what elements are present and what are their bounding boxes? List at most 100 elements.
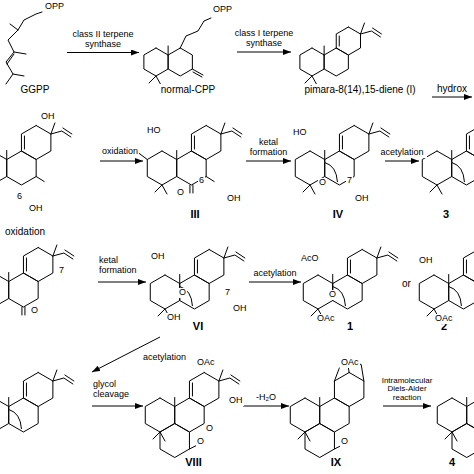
hydroxyl-bond [139,154,147,160]
ring [168,48,192,76]
double-bond [342,136,343,149]
structure-label: O [196,437,205,447]
reaction-condition: acetylation [249,269,301,279]
ring [160,424,189,458]
ring [0,398,9,432]
ring [333,275,362,309]
methyl [53,245,57,256]
structure-label: OH [150,252,166,262]
double-bond [466,260,467,273]
structure-label: O [328,290,337,300]
ring [144,48,168,76]
double-bond [26,258,27,271]
structure-label: acetylation [142,353,187,363]
ring [177,151,206,185]
ring [334,373,363,407]
structure-label: 6 [16,192,23,202]
structure-label: hydrox [436,83,468,94]
ring [9,398,38,432]
carbonyl [192,185,193,193]
vinyl [389,252,398,258]
methyl [174,398,175,407]
structure-label: oxidation [4,226,46,237]
compound-box: 4 [432,342,472,470]
ring [324,48,348,76]
ring [191,126,220,160]
structure-label: ketal formation [98,256,148,276]
methyl [158,309,165,316]
ring [194,250,223,284]
structure-label: O [205,424,214,434]
ring [189,373,218,407]
methyl [149,76,156,83]
methyl [332,275,333,284]
ring [452,424,474,458]
ring [339,126,368,160]
compound-label: VIII [183,456,204,469]
compound-label: GGPP [19,84,52,96]
structure-label: oxidation [101,147,139,157]
ring [305,424,334,458]
ring [325,151,354,185]
structure-label: HO [292,128,308,138]
ring [0,151,7,185]
ring [9,273,38,307]
methyl [369,123,373,134]
structure-label: OPP [44,2,65,12]
methyl [437,185,442,194]
methyl [298,432,305,439]
methyl [160,432,165,441]
vinyl [236,252,245,258]
compound-label: pimara-8(14),15-diene (I) [302,84,417,96]
structure-label: O [176,188,185,198]
methyl [452,432,457,441]
compound-label: IX [329,456,343,469]
methyl [13,74,24,76]
ring [23,373,52,407]
side-chain [180,18,211,48]
methyl [224,247,228,258]
methyl [324,46,325,55]
methyl [176,151,177,160]
double-bond [197,260,198,273]
compound-box: IX [290,342,382,470]
methyl [219,370,223,381]
methyl [10,24,18,30]
structure-label: O [318,178,327,188]
ring [147,151,176,185]
reaction-arrow [249,282,301,283]
double-bond [339,36,340,46]
reaction-condition: -H₂O [249,393,283,403]
reaction-condition: Intramolecular Diels-Alder reaction [377,377,437,403]
ggpp-chain [6,12,42,84]
ring [320,398,349,432]
carbonyl [24,307,25,315]
ring [452,151,474,185]
structure-label: OH [226,194,242,204]
reaction-condition: class I terpene synthase [231,29,297,49]
structure-label: OAc [316,314,336,324]
double-bond [7,54,14,64]
ring [463,250,474,284]
ring [175,398,204,432]
methyl [14,52,26,54]
compound-label: 4 [447,456,457,469]
methyl [319,398,320,407]
ketal-bridge [452,163,465,183]
ring [466,126,474,160]
ring [347,250,376,284]
methyl [448,275,449,284]
methyl [360,23,364,34]
vinyl [381,128,390,134]
structure-label: 7 [224,288,231,298]
ring [300,48,324,76]
compound-label: III [188,208,201,221]
methyl [8,398,9,407]
structure-label: OH [28,204,44,214]
methylene [193,72,202,77]
methyl [324,151,325,160]
methyl [305,432,310,441]
reaction-arrow [432,97,472,98]
ring [23,248,52,282]
methyl [451,151,452,160]
